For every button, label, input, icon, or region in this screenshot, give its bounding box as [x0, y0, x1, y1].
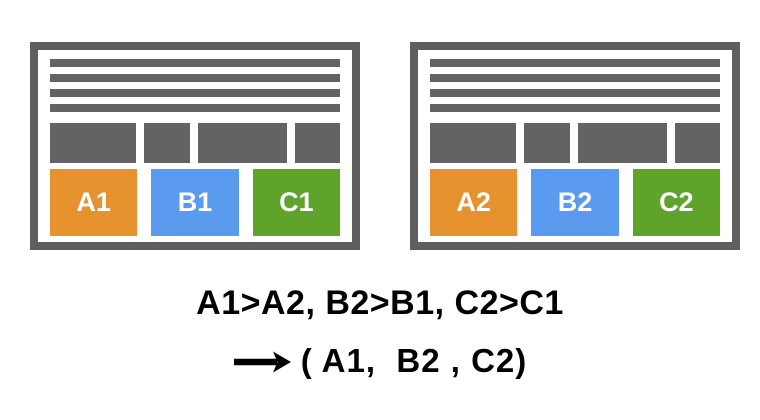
module-label: B2 — [557, 187, 593, 217]
right-arrow-icon — [233, 351, 291, 373]
nav-block-placeholder — [294, 123, 340, 163]
text-line-placeholder — [50, 89, 340, 97]
module-label: A1 — [76, 187, 111, 217]
nav-block-placeholder — [50, 123, 136, 163]
module-a2: A2 — [430, 169, 518, 236]
nav-block-row — [430, 123, 720, 163]
text-line-placeholder — [50, 59, 340, 67]
module-c1: C1 — [252, 169, 340, 236]
comparison-text: A1>A2, B2>B1, C2>C1 — [196, 284, 564, 322]
module-label: C2 — [659, 187, 694, 217]
wireframe-page-1: A1 B1 C1 — [30, 42, 360, 250]
text-line-placeholder — [50, 74, 340, 82]
result-text: ( A1, B2 , C2) — [300, 342, 528, 379]
nav-block-placeholder — [523, 123, 571, 163]
module-row: A1 B1 C1 — [50, 169, 340, 236]
module-c2: C2 — [632, 169, 720, 236]
module-b2: B2 — [531, 169, 619, 236]
nav-block-placeholder — [674, 123, 720, 163]
module-label: B1 — [177, 187, 213, 217]
module-a1: A1 — [50, 169, 138, 236]
nav-block-placeholder — [198, 123, 287, 163]
text-line-placeholder — [50, 104, 340, 112]
text-line-placeholder — [430, 59, 720, 67]
nav-block-placeholder — [430, 123, 516, 163]
result-line: ( A1, B2 , C2) — [0, 342, 760, 380]
nav-block-row — [50, 123, 340, 163]
module-label: A2 — [456, 187, 491, 217]
wireframe-page-2: A2 B2 C2 — [410, 42, 740, 250]
nav-block-placeholder — [578, 123, 667, 163]
module-row: A2 B2 C2 — [430, 169, 720, 236]
text-line-placeholder — [430, 74, 720, 82]
text-line-placeholder — [430, 104, 720, 112]
module-b1: B1 — [151, 169, 239, 236]
module-label: C1 — [279, 187, 314, 217]
nav-block-placeholder — [143, 123, 191, 163]
text-line-placeholder — [430, 89, 720, 97]
